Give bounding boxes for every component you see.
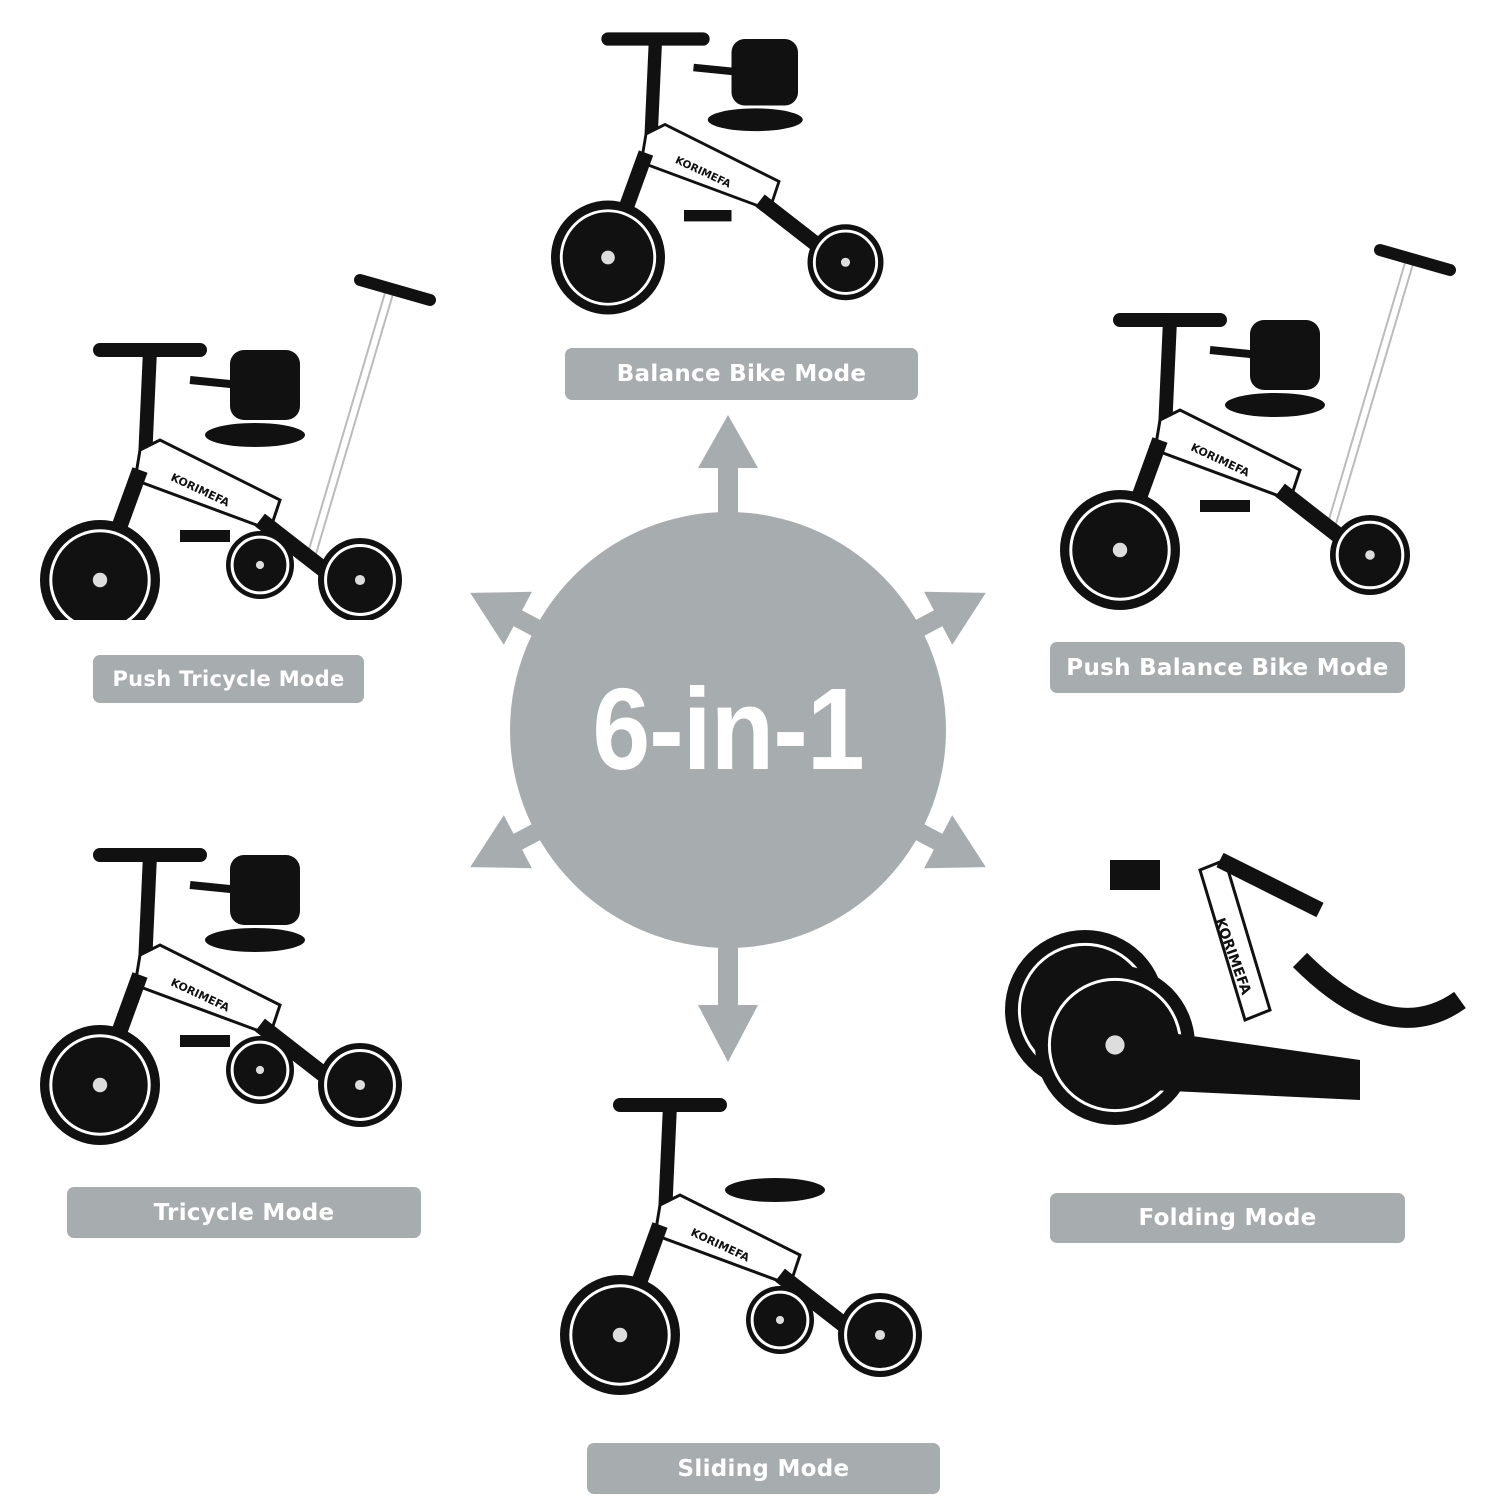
folding-bike-image: KORIMEFA (1005, 852, 1466, 1125)
seat (205, 928, 305, 952)
handlebar (1216, 852, 1324, 918)
pedal (1200, 500, 1250, 512)
arrow-down-right-icon (900, 815, 986, 869)
frame (653, 1193, 802, 1287)
center-circle (510, 512, 946, 948)
frame (1198, 857, 1272, 1023)
pedal (180, 530, 230, 542)
arrow-down-icon (698, 940, 758, 1062)
mode-label-sliding: Sliding Mode (587, 1443, 940, 1494)
six-in-one-title: 6-in-1 (592, 665, 864, 795)
mode-label-push-balance-bike: Push Balance Bike Mode (1050, 642, 1405, 693)
pedal (180, 1035, 230, 1047)
balance-bike-image: KORIMEFA (551, 32, 884, 315)
arrow-up-left-icon (470, 591, 556, 645)
frame (133, 943, 282, 1037)
mode-label-balance-bike: Balance Bike Mode (565, 348, 918, 400)
push-tricycle-image: KORIMEFA (40, 274, 436, 620)
seat (205, 423, 305, 447)
seat (725, 1178, 825, 1202)
wheel (40, 520, 160, 620)
sliding-bike-image: KORIMEFA (560, 1098, 922, 1395)
tricycle-image: KORIMEFA (40, 848, 402, 1145)
seat (707, 108, 803, 132)
seat (1225, 393, 1325, 417)
frame (133, 438, 282, 532)
pedal (684, 210, 732, 222)
frame (1153, 408, 1302, 502)
seat (1292, 952, 1466, 1028)
push-balance-bike-image: KORIMEFA (1060, 244, 1456, 610)
mode-label-folding: Folding Mode (1050, 1193, 1405, 1243)
mode-label-push-tricycle: Push Tricycle Mode (93, 655, 364, 703)
arrow-up-icon (698, 415, 758, 520)
frame (639, 122, 781, 212)
mode-label-tricycle: Tricycle Mode (67, 1187, 421, 1238)
arrow-down-left-icon (470, 815, 556, 869)
arrow-up-right-icon (900, 591, 986, 645)
